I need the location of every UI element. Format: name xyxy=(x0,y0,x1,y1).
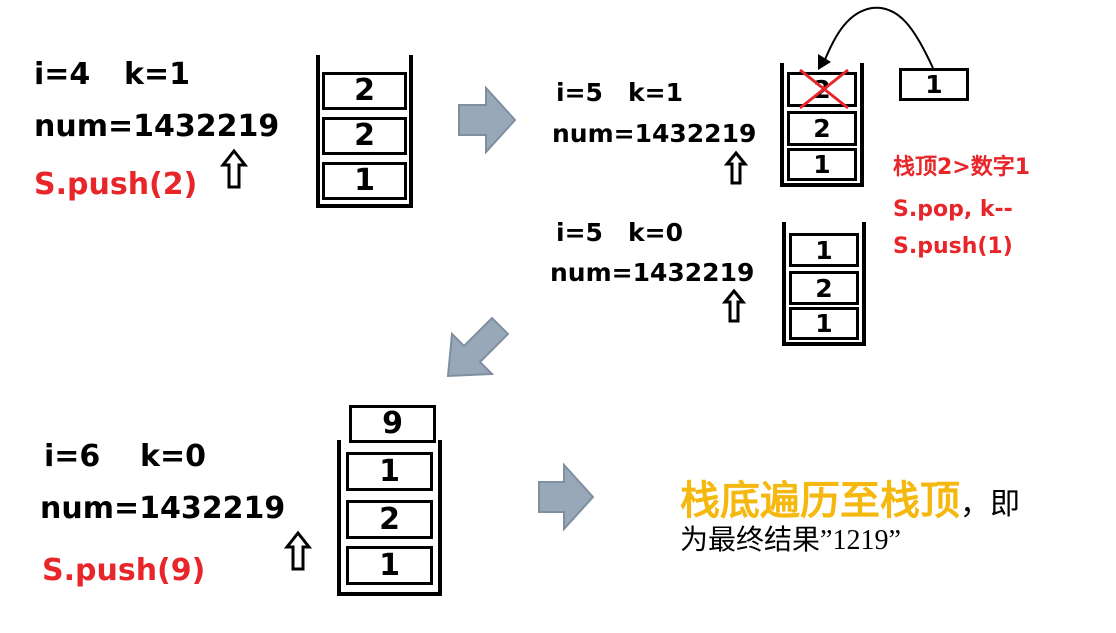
step2a-pointer-arrow-icon xyxy=(724,150,748,185)
step2b-stack-item: 2 xyxy=(789,271,859,305)
step1-operation: S.push(2) xyxy=(34,167,198,202)
step1-k-label: k=1 xyxy=(124,57,190,92)
incoming-digit-box: 1 xyxy=(899,68,969,101)
summary-prefix: 为最终结果 xyxy=(680,523,821,556)
note-push: S.push(1) xyxy=(893,234,1013,259)
step1-stack-item: 1 xyxy=(322,162,407,200)
step1-stack-item: 2 xyxy=(322,117,407,155)
arrow-right-icon xyxy=(458,85,517,155)
step2a-stack-item: 2 xyxy=(787,111,857,146)
summary-tail: ，即 xyxy=(960,487,1020,522)
summary-line2: 为最终结果”1219” xyxy=(680,518,901,558)
cross-icon xyxy=(799,68,849,110)
step2b-num-label: num=1432219 xyxy=(550,258,755,287)
note-compare: 栈顶2>数字1 xyxy=(893,155,1031,180)
step2b-i-label: i=5 xyxy=(556,218,603,247)
summary-result: ”1219” xyxy=(820,525,901,556)
step2b-k-label: k=0 xyxy=(628,218,683,247)
step3-pointer-arrow-icon xyxy=(284,530,312,571)
step1-pointer-arrow-icon xyxy=(220,148,248,189)
step2a-i-label: i=5 xyxy=(556,78,603,107)
step3-num-label: num=1432219 xyxy=(40,491,286,526)
step2a-num-label: num=1432219 xyxy=(552,119,757,148)
step3-stack-item: 1 xyxy=(346,452,433,491)
summary-highlight: 栈底遍历至栈顶 xyxy=(680,478,960,524)
arrow-down-left-icon xyxy=(446,316,510,378)
step3-i-label: i=6 xyxy=(44,439,101,474)
step3-stack-item: 2 xyxy=(346,500,433,539)
step3-stack-item-new: 9 xyxy=(349,405,436,443)
summary-line1: 栈底遍历至栈顶，即 xyxy=(680,468,1020,526)
step1-i-label: i=4 xyxy=(34,57,91,92)
step2a-stack-item: 1 xyxy=(787,148,857,181)
step3-k-label: k=0 xyxy=(140,439,206,474)
step1-num-label: num=1432219 xyxy=(34,109,280,144)
step2b-stack-item: 1 xyxy=(789,233,859,267)
step3-operation: S.push(9) xyxy=(42,553,206,588)
step2a-k-label: k=1 xyxy=(628,78,683,107)
step3-stack-item: 1 xyxy=(346,546,433,585)
note-pop: S.pop, k-- xyxy=(893,197,1013,222)
step1-stack-item: 2 xyxy=(322,72,407,110)
step2b-pointer-arrow-icon xyxy=(722,288,746,323)
step2b-stack-item: 1 xyxy=(789,307,859,340)
arrow-right-icon xyxy=(538,462,595,532)
